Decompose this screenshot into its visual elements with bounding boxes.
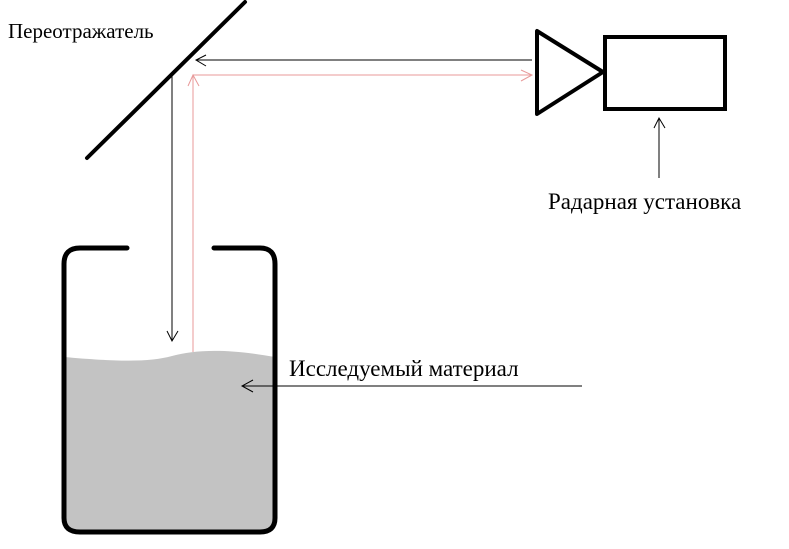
outgoing-beam-arrowhead-right [520, 69, 534, 82]
material-label: Исследуемый материал [289, 356, 519, 381]
material-fill [64, 350, 275, 532]
radar-pointer-arrowhead [653, 116, 666, 129]
return-beam-arrowhead-down [166, 330, 179, 343]
reflector-label: Переотражатель [8, 19, 154, 43]
radar-antenna-horn [535, 29, 605, 116]
radar-unit-box [603, 35, 727, 111]
reflector-plate [85, 0, 247, 160]
radar-label: Радарная установка [548, 189, 741, 214]
material-pointer-arrowhead [240, 379, 254, 393]
return-beam-arrowhead-left [194, 54, 207, 67]
tank-outline [61, 245, 278, 535]
